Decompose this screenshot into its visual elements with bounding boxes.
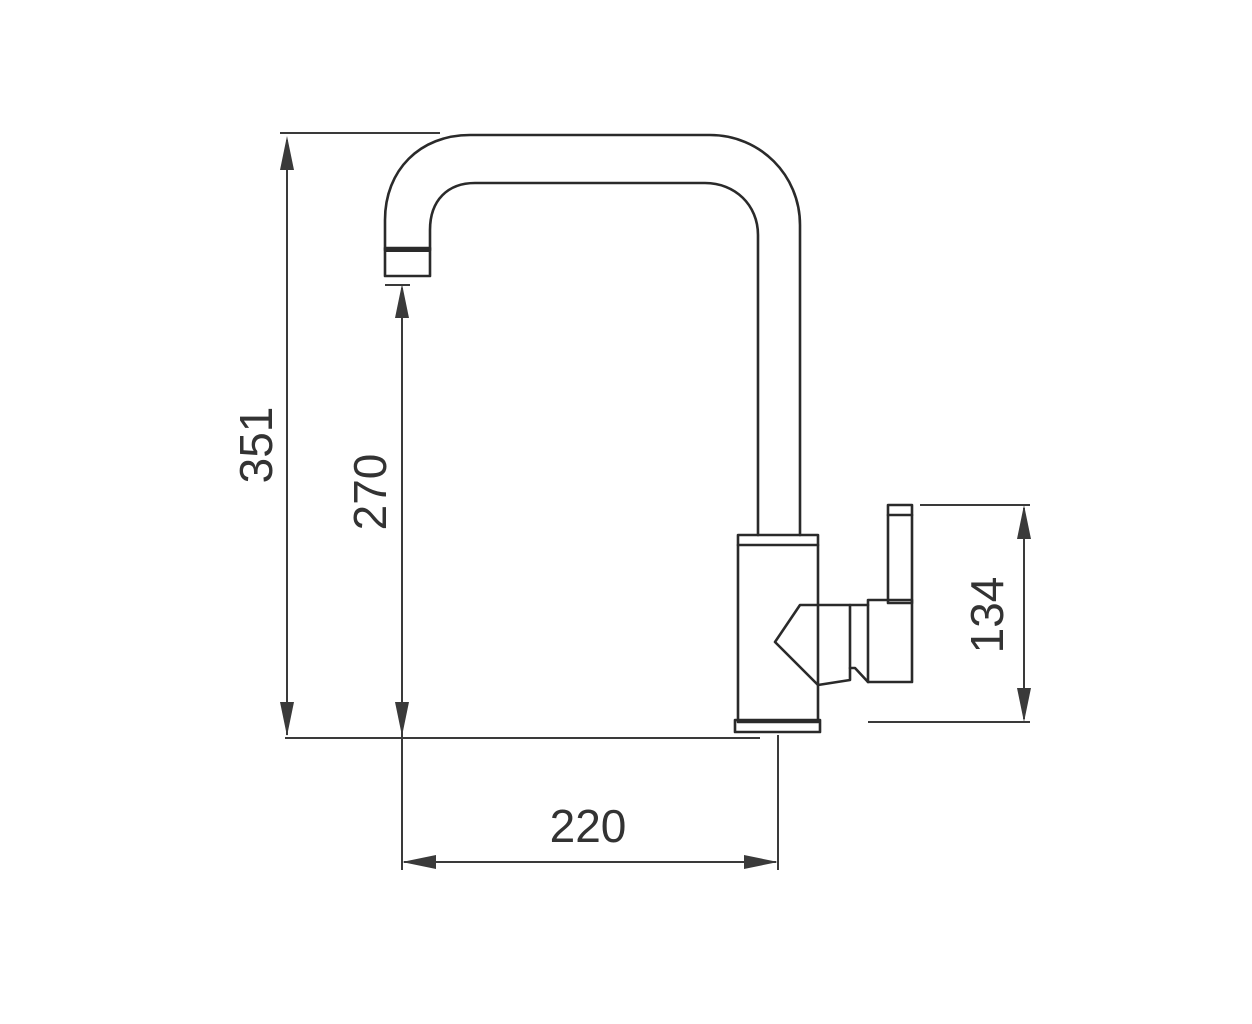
handle	[848, 598, 914, 684]
aerator	[383, 246, 432, 278]
cartridge-joint	[773, 603, 820, 687]
dimension-label-134: 134	[961, 577, 1013, 654]
spout-inner	[428, 181, 760, 537]
extension-lines	[280, 132, 1030, 870]
faucet-body	[736, 533, 820, 724]
spout-outer	[383, 133, 802, 537]
faucet-outline	[383, 133, 914, 734]
dimension-spout-height: 270	[344, 284, 409, 736]
base-plate	[733, 718, 822, 734]
dimension-label-220: 220	[550, 800, 627, 852]
dimension-total-height: 351	[230, 136, 294, 736]
handle-lever	[886, 503, 914, 605]
dimension-reach: 220	[402, 800, 778, 869]
dimension-label-351: 351	[230, 407, 282, 484]
dimension-lever-height: 134	[961, 505, 1031, 722]
cartridge-bevel	[816, 603, 852, 687]
dimension-label-270: 270	[344, 454, 396, 531]
